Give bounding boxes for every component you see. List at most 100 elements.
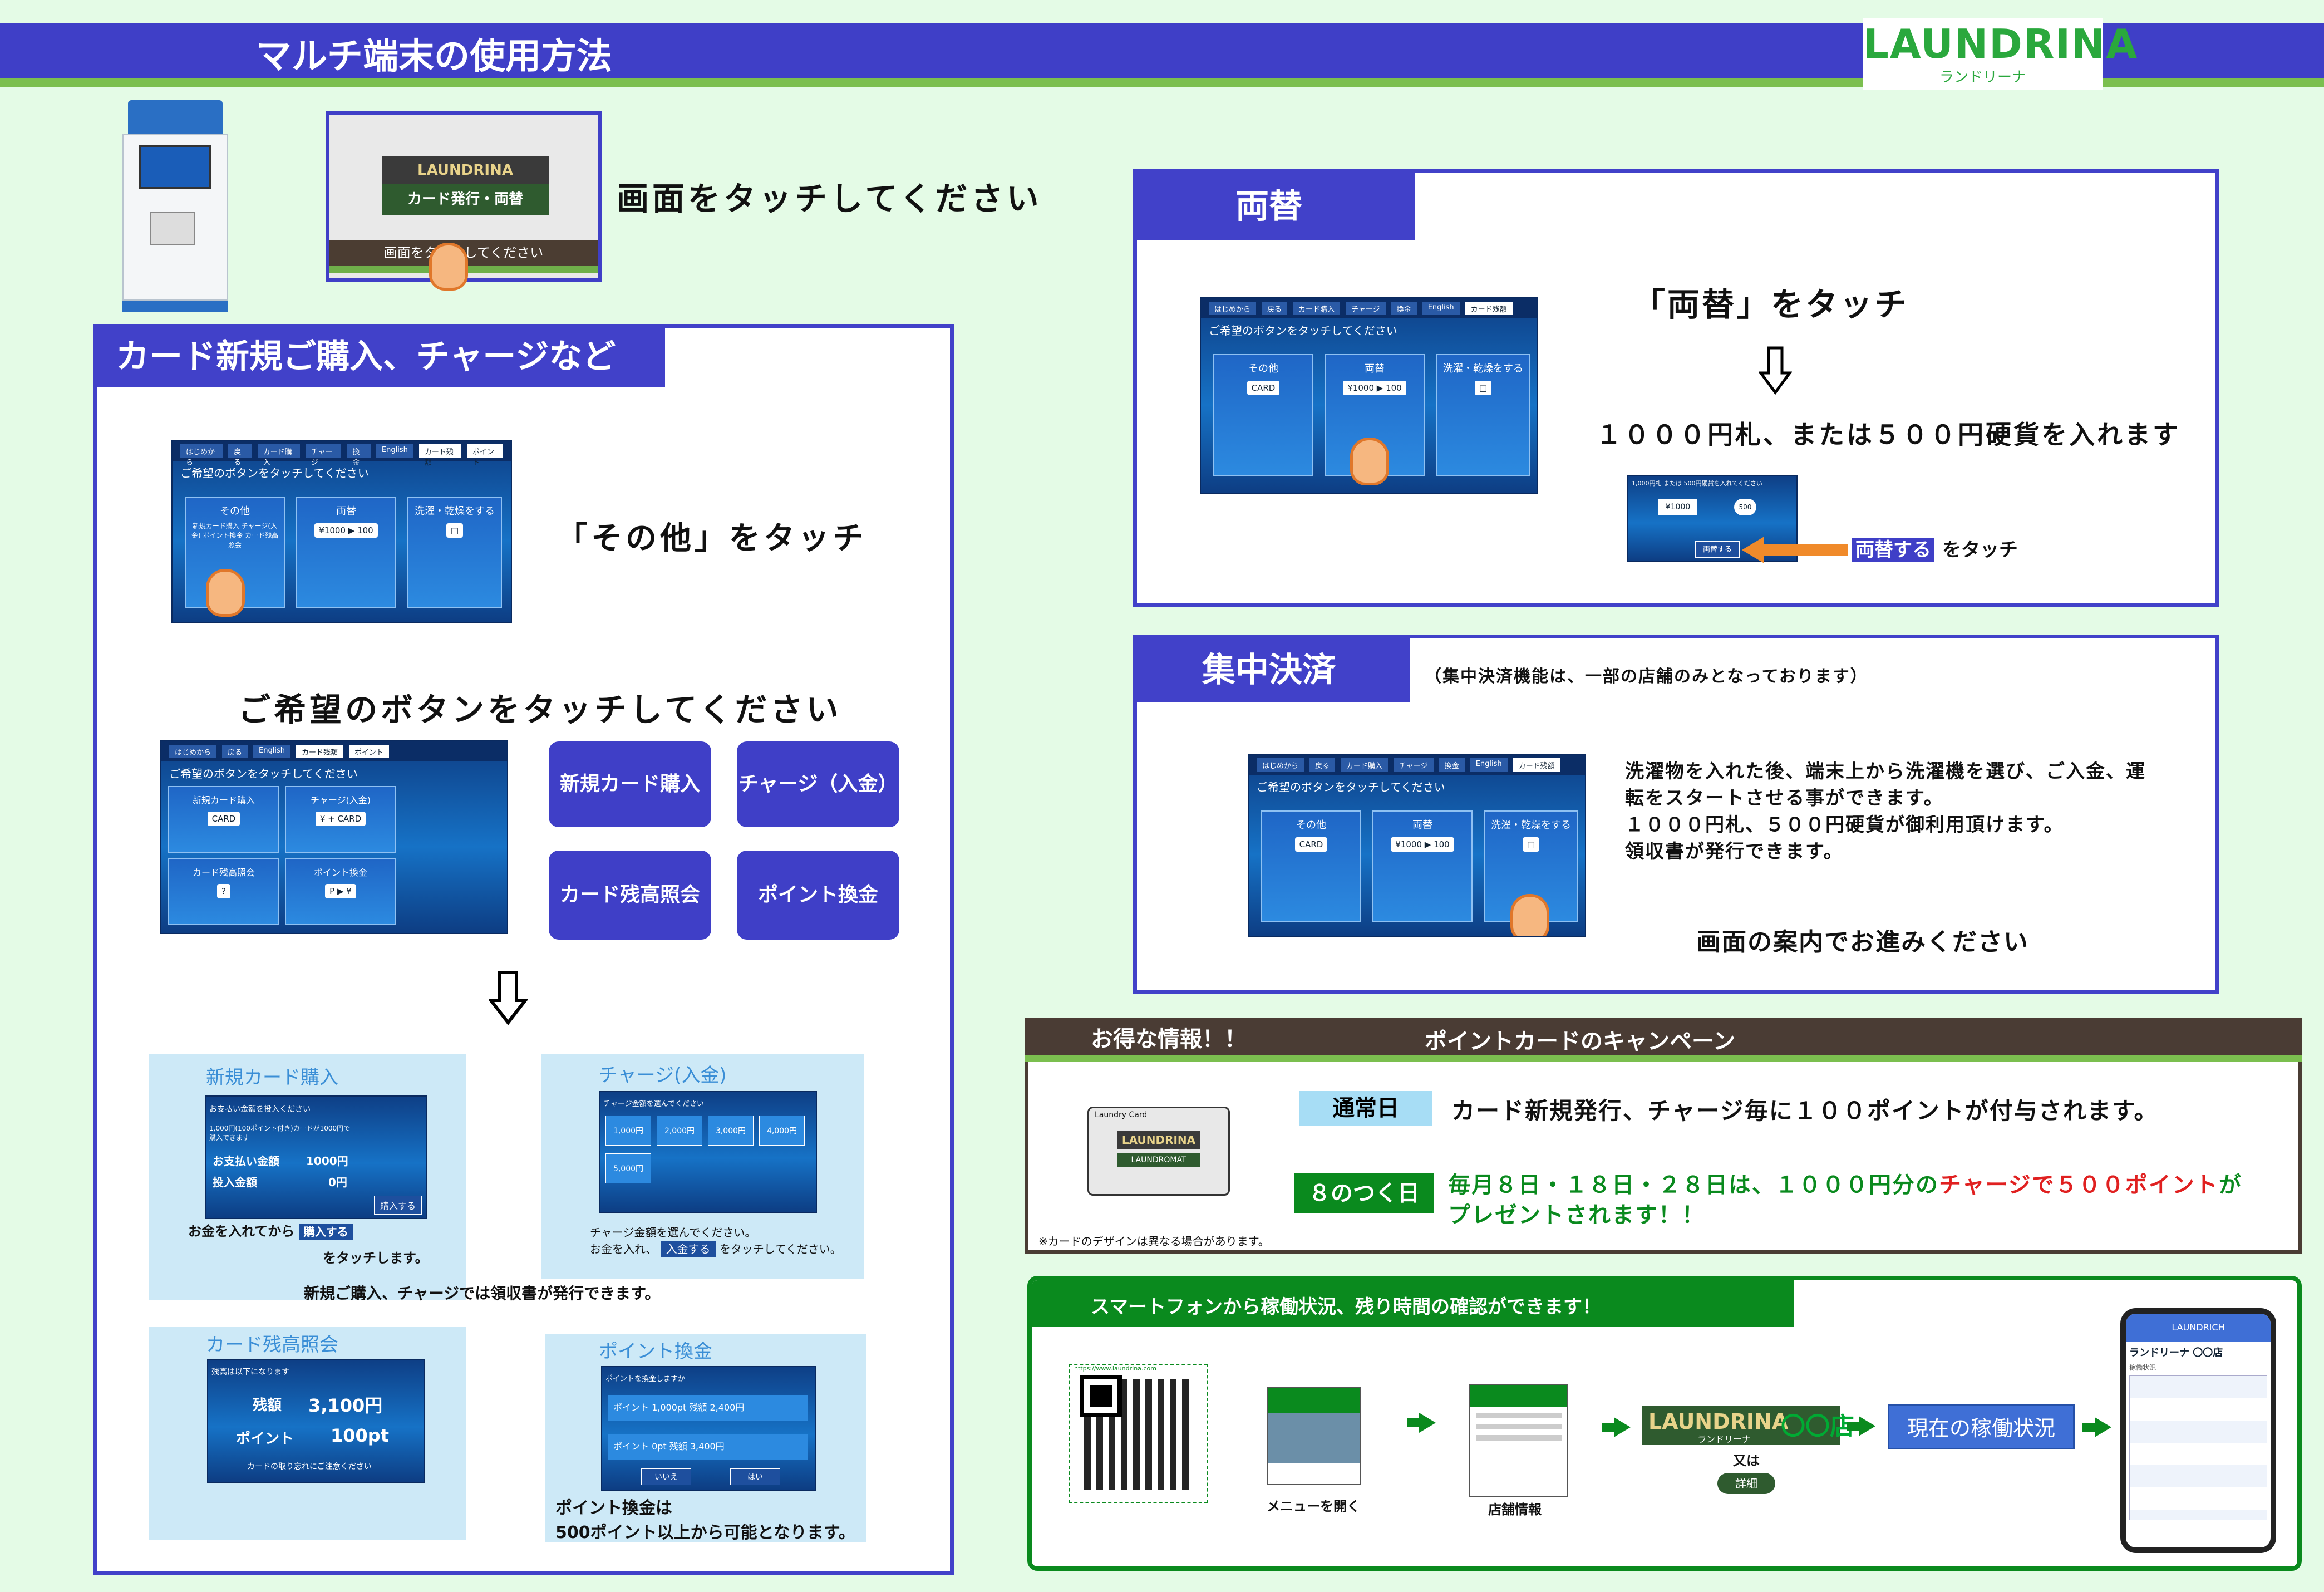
new-card-button[interactable]: 新規カード購入: [549, 741, 711, 827]
point-button[interactable]: ポイント換金: [737, 851, 899, 940]
point-yes-button[interactable]: はい: [730, 1468, 780, 1485]
hand-pointer-icon: [1350, 438, 1389, 485]
central-guide: 画面の案内でお進みください: [1696, 928, 2029, 956]
normal-day-text: カード新規発行、チャージ毎に１００ポイントが付与されます。: [1451, 1097, 2159, 1124]
charge-note-2: お金を入れ、 入金する をタッチしてください。: [590, 1241, 841, 1257]
campaign-header-line: [1025, 1055, 2302, 1062]
new-card-note: お金を入れてから 購入する: [188, 1220, 353, 1240]
normal-day-label: 通常日: [1299, 1091, 1432, 1126]
amount-2000[interactable]: 2,000円: [657, 1116, 702, 1146]
amount-3000[interactable]: 3,000円: [708, 1116, 754, 1146]
header-line: [0, 78, 2324, 87]
brand-logo: LAUNDRINA ランドリーナ: [1863, 18, 2137, 90]
green-arrow-icon: [1847, 1416, 1875, 1436]
screen-message: ご希望のボタンをタッチしてください: [1209, 324, 1397, 337]
purchase-button[interactable]: 購入する: [373, 1196, 422, 1215]
tile-exchange[interactable]: 両替¥1000 ▶ 100: [1325, 354, 1425, 476]
new-card-screen: お支払い金額を投入ください 1,000円(100ポイント付き)カードが1000円…: [205, 1095, 427, 1219]
central-note: （集中決済機能は、一部の店舗のみとなっております）: [1425, 667, 1868, 686]
store-name: 〇〇店: [1781, 1412, 1854, 1441]
orange-arrow-icon: [1742, 537, 1848, 563]
point-screen: ポイントを換金しますか ポイント 1,000pt 残額 2,400円 ポイント …: [601, 1366, 816, 1491]
menu-screenshot: [1267, 1387, 1361, 1485]
screen-message: ご希望のボタンをタッチしてください: [180, 466, 369, 480]
amount-5000[interactable]: 5,000円: [605, 1153, 651, 1183]
campaign-tab: お得な情報！！: [1091, 1026, 1247, 1052]
exchange-button[interactable]: 両替する: [1852, 538, 1934, 562]
choose-button-heading: ご希望のボタンをタッチしてください: [238, 691, 842, 729]
store-logo: LAUNDRINA ランドリーナ: [1642, 1406, 1840, 1445]
point-note-1: ポイント換金は: [555, 1498, 672, 1518]
tile-wash-dry[interactable]: 洗濯・乾燥をする□: [1436, 354, 1530, 476]
charge-title: チャージ(入金): [599, 1064, 727, 1087]
central-description: 洗濯物を入れた後、端末上から洗濯機を選び、ご入金、運 転をスタートさせる事ができ…: [1625, 760, 2146, 863]
intro-screen-logo: LAUNDRINA: [382, 156, 549, 184]
tile-wash-dry[interactable]: 洗濯・乾燥をする□: [407, 497, 502, 608]
intro-screen[interactable]: LAUNDRINA カード発行・両替 画面をタッチしてください: [326, 111, 602, 291]
exchange-touch-after: をタッチ: [1942, 539, 2018, 561]
new-card-note-2: をタッチします。: [323, 1250, 429, 1266]
smartphone-title: スマートフォンから稼働状況、残り時間の確認ができます！: [1091, 1296, 1601, 1318]
screen-message: ご希望のボタンをタッチしてください: [169, 767, 358, 780]
green-arrow-icon: [1407, 1413, 1436, 1433]
step-open-menu: メニューを開く: [1267, 1498, 1360, 1514]
point-note-2: 500ポイント以上から可能となります。: [555, 1523, 855, 1542]
hand-pointer-icon: [429, 243, 468, 291]
charge-screen: チャージ金額を選んでください 1,000円 2,000円 3,000円 4,00…: [599, 1091, 817, 1213]
detail-button[interactable]: 詳細: [1717, 1473, 1775, 1494]
step-store-info: 店舗情報: [1488, 1502, 1542, 1517]
phone-mockup: LAUNDRICH ランドリーナ 〇〇店 稼働状況: [2120, 1308, 2276, 1553]
tile-charge[interactable]: チャージ(入金)¥ + CARD: [285, 786, 396, 853]
exchange-insert-label: １０００円札、または５００円硬貨を入れます: [1596, 420, 2180, 450]
down-arrow-icon: [489, 971, 528, 1025]
exchange-tab: 両替: [1135, 173, 1415, 240]
balance-title: カード残高照会: [206, 1334, 338, 1356]
terminal-machine-image: [117, 100, 234, 312]
charge-note-1: チャージ金額を選んでください。: [590, 1226, 756, 1239]
balance-screen: 残高は以下になります 残額 3,100円 ポイント 100pt カードの取り忘れ…: [207, 1359, 425, 1483]
card-design-note: ※カードのデザインは異なる場合があります。: [1038, 1235, 1269, 1248]
hand-pointer-icon: [206, 569, 245, 617]
eight-day-text: 毎月８日・１８日・２８日は、１０００円分のチャージで５００ポイントが プレゼント…: [1448, 1172, 2242, 1228]
new-card-title: 新規カード購入: [206, 1067, 338, 1089]
down-arrow-icon: [1759, 346, 1792, 395]
qr-url: https://www.laundrina.com: [1074, 1365, 1156, 1372]
green-arrow-icon: [2082, 1417, 2111, 1437]
qr-code-image: [1069, 1364, 1208, 1503]
green-arrow-icon: [1602, 1417, 1631, 1437]
current-status-button[interactable]: 現在の稼働状況: [1888, 1404, 2075, 1449]
eight-day-label: ８のつく日: [1294, 1173, 1434, 1213]
tile-exchange[interactable]: 両替¥1000 ▶ 100: [1372, 810, 1473, 922]
exchange-touch-label: 「両替」をタッチ: [1633, 286, 1909, 323]
or-label: 又は: [1733, 1453, 1760, 1468]
tile-exchange[interactable]: 両替¥1000 ▶ 100: [296, 497, 396, 608]
point-card-image: Laundry Card LAUNDRINA LAUNDROMAT: [1087, 1107, 1230, 1196]
campaign-header: [1025, 1018, 2302, 1059]
screen-message: ご希望のボタンをタッチしてください: [1257, 780, 1445, 794]
amount-1000[interactable]: 1,000円: [605, 1116, 651, 1146]
amount-4000[interactable]: 4,000円: [759, 1116, 805, 1146]
store-info-screenshot: [1469, 1384, 1568, 1497]
intro-instruction: 画面をタッチしてください: [617, 180, 1042, 218]
card-section-tab: カード新規ご購入、チャージなど: [95, 326, 665, 387]
charge-button[interactable]: チャージ（入金）: [737, 741, 899, 827]
hand-pointer-icon: [1510, 894, 1549, 936]
point-no-button[interactable]: いいえ: [641, 1468, 691, 1485]
receipt-note: 新規ご購入、チャージでは領収書が発行できます。: [304, 1284, 661, 1303]
smartphone-header: [1032, 1280, 1794, 1327]
touch-other-label: 「その他」をタッチ: [557, 520, 867, 557]
campaign-title: ポイントカードのキャンペーン: [1425, 1028, 1735, 1054]
page-title: マルチ端末の使用方法: [256, 36, 612, 77]
central-tab: 集中決済: [1135, 638, 1410, 702]
intro-screen-main: カード発行・両替: [382, 184, 549, 215]
tile-balance[interactable]: カード残高照会?: [168, 858, 279, 925]
balance-button[interactable]: カード残高照会: [549, 851, 711, 940]
